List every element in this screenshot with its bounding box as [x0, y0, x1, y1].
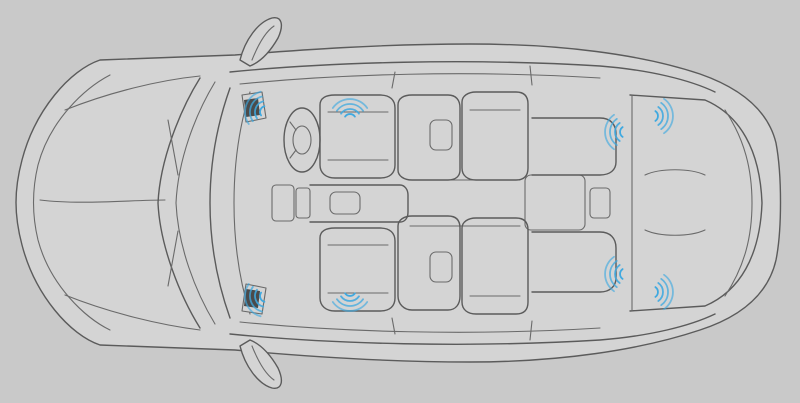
speaker-wave	[614, 264, 621, 284]
rear-window	[629, 94, 763, 312]
speaker-wave	[344, 292, 356, 297]
dashboard	[209, 87, 311, 319]
car-body	[15, 43, 782, 363]
front-seat-right	[319, 215, 461, 312]
speaker-icon	[654, 273, 674, 311]
speaker-icon	[654, 97, 674, 135]
side-mirror-icon	[239, 17, 283, 67]
speaker-wave	[660, 278, 669, 306]
speaker-wave	[340, 295, 360, 302]
speaker-wave	[254, 288, 265, 308]
speaker-wave	[249, 95, 263, 123]
speaker-wave	[259, 291, 266, 303]
speaker-wave	[609, 118, 618, 146]
speaker-group	[244, 90, 674, 318]
speaker-icon	[604, 113, 624, 151]
speaker-wave	[336, 103, 364, 112]
rear-seat-right	[461, 217, 617, 315]
speaker-wave	[331, 301, 369, 312]
front-seat-left	[319, 94, 461, 181]
speaker-wave	[254, 100, 265, 120]
speaker-wave	[654, 110, 659, 122]
speaker-wave	[619, 126, 624, 138]
speaker-icon	[331, 292, 369, 312]
speaker-wave	[604, 255, 615, 293]
speaker-wave	[609, 260, 618, 288]
speaker-wave	[663, 97, 674, 135]
rear-seat-left	[461, 91, 617, 181]
speaker-wave	[614, 122, 621, 142]
speaker-icon	[331, 98, 369, 118]
speaker-wave	[244, 90, 262, 125]
speaker-wave	[249, 285, 263, 313]
speaker-wave	[654, 286, 659, 298]
speaker-wave	[336, 298, 364, 307]
speaker-wave	[660, 102, 669, 130]
speaker-wave	[604, 113, 615, 151]
speaker-wave	[663, 273, 674, 311]
speaker-wave	[657, 106, 664, 126]
cabin	[229, 61, 716, 345]
speaker-wave	[619, 268, 624, 280]
speaker-wave	[331, 98, 369, 109]
side-mirror-icon	[239, 339, 283, 389]
windshield	[157, 77, 216, 329]
speaker-icon	[244, 90, 266, 125]
speaker-wave	[259, 105, 266, 117]
speaker-wave	[340, 108, 360, 115]
speaker-icon	[604, 255, 624, 293]
speaker-wave	[244, 283, 262, 318]
speaker-wave	[344, 113, 356, 118]
speaker-icon	[244, 283, 266, 318]
speaker-wave	[657, 282, 664, 302]
